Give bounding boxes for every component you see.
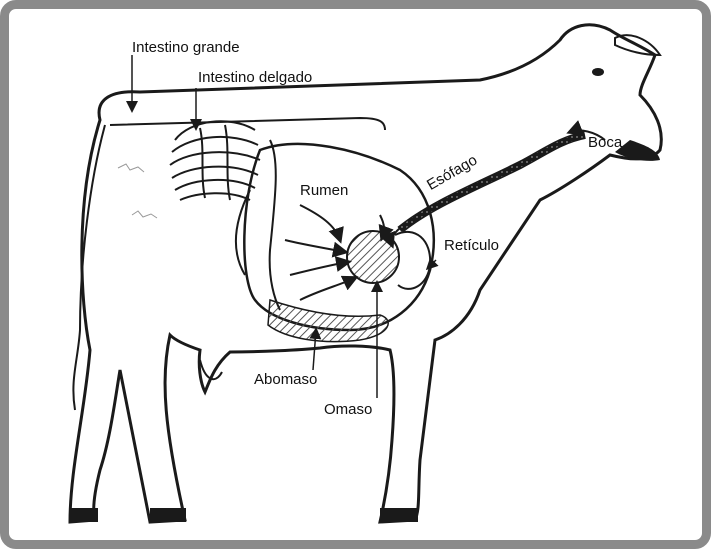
label-intestino-delgado: Intestino delgado <box>198 70 312 85</box>
rear-marks <box>118 164 157 218</box>
small-intestine-coils <box>170 121 260 200</box>
label-boca: Boca <box>588 135 622 150</box>
reticulum-shape <box>395 232 430 289</box>
hoof <box>150 508 186 522</box>
hoof <box>380 508 418 522</box>
flow-arrows <box>285 130 605 300</box>
leader-lines <box>132 55 436 398</box>
label-abomaso: Abomaso <box>254 372 317 387</box>
abomasum-shape <box>268 300 388 342</box>
label-omaso: Omaso <box>324 402 372 417</box>
cow-eye <box>592 68 604 76</box>
label-intestino-grande: Intestino grande <box>132 40 240 55</box>
label-reticulo: Retículo <box>444 238 499 253</box>
label-rumen: Rumen <box>300 183 348 198</box>
hoof <box>70 508 98 522</box>
